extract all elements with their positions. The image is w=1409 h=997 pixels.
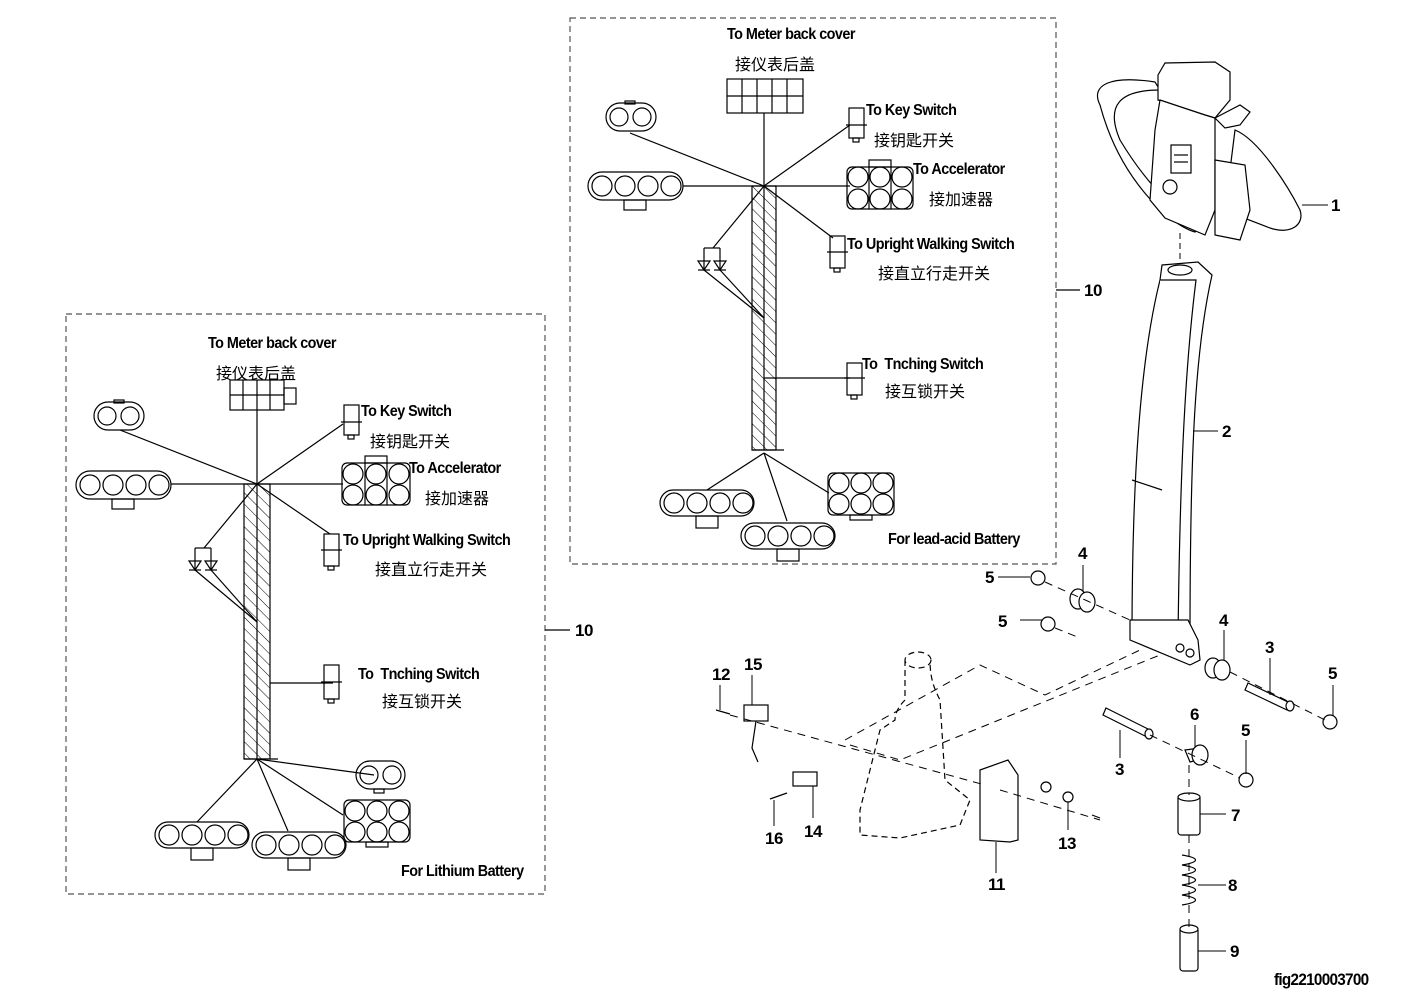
lithium-accelerator-label: To Accelerator bbox=[409, 460, 501, 477]
four-pin-connector-bottom-b bbox=[740, 522, 836, 562]
callout-11: 11 bbox=[988, 875, 1005, 894]
sensor-15 bbox=[743, 704, 769, 763]
callout-2: 2 bbox=[1222, 422, 1231, 441]
lithium-upright-label: To Upright Walking Switch bbox=[343, 532, 511, 549]
lead-acid-meter-label-cn: 接仪表后盖 bbox=[735, 55, 816, 74]
six-pin-connector-bottom bbox=[343, 799, 411, 848]
lead-acid-upright-label: To Upright Walking Switch bbox=[847, 236, 1015, 253]
callout-1: 1 bbox=[1331, 196, 1340, 215]
lead-acid-inching-label-cn: 接互锁开关 bbox=[885, 382, 966, 401]
lithium-meter-label: To Meter back cover bbox=[208, 335, 336, 352]
lead-acid-accelerator-label: To Accelerator bbox=[913, 161, 1005, 178]
lead-acid-caption: For lead-acid Battery bbox=[888, 531, 1020, 548]
key-switch-connector bbox=[341, 404, 362, 440]
lithium-accelerator-label-cn: 接加速器 bbox=[425, 489, 490, 508]
bushing-4b bbox=[1204, 657, 1231, 681]
washer-set-13 bbox=[1040, 781, 1101, 819]
callout-4b: 4 bbox=[1219, 611, 1228, 630]
callout-8: 8 bbox=[1228, 876, 1237, 895]
callout-3b: 3 bbox=[1115, 760, 1124, 779]
lithium-key-switch-label: To Key Switch bbox=[361, 403, 452, 420]
tiller-column bbox=[1129, 261, 1213, 666]
plunger-9 bbox=[1179, 924, 1199, 972]
lithium-inching-label: To Tnching Switch bbox=[358, 666, 480, 683]
callout-16: 16 bbox=[765, 829, 783, 848]
accelerator-connector bbox=[341, 455, 411, 506]
callout-6: 6 bbox=[1190, 705, 1199, 724]
callout-14: 14 bbox=[804, 822, 822, 841]
bushing-4a bbox=[1069, 588, 1096, 613]
assembly-lines bbox=[729, 581, 1326, 927]
screw-16 bbox=[769, 792, 788, 800]
six-pin-connector-bottom bbox=[827, 472, 895, 521]
screw-12 bbox=[715, 709, 731, 715]
base-frame bbox=[859, 651, 971, 839]
meter-connector bbox=[229, 379, 297, 484]
lead-acid-upright-label-cn: 接直立行走开关 bbox=[878, 264, 991, 283]
lithium-inching-label-cn: 接互锁开关 bbox=[382, 692, 463, 711]
callout-5c: 5 bbox=[1328, 664, 1337, 683]
inching-switch-connector bbox=[321, 664, 342, 704]
lead-acid-key-switch-label-cn: 接钥匙开关 bbox=[874, 131, 955, 150]
callout-3a: 3 bbox=[1265, 638, 1274, 657]
diode-pair bbox=[187, 547, 219, 572]
four-pin-connector bbox=[75, 470, 172, 510]
callout-5a: 5 bbox=[985, 568, 994, 587]
four-pin-connector bbox=[587, 171, 684, 211]
circlip-5d bbox=[1238, 772, 1254, 788]
harness-panel-lead-acid bbox=[569, 17, 1080, 565]
circlip-5b bbox=[1040, 616, 1056, 632]
circlip-5a bbox=[1030, 570, 1046, 586]
two-pin-connector bbox=[605, 100, 657, 132]
pin-3a bbox=[1244, 682, 1295, 712]
inching-switch-connector bbox=[844, 362, 865, 400]
circlip-5c bbox=[1322, 714, 1338, 730]
spacer-7 bbox=[1177, 792, 1201, 836]
callout-13: 13 bbox=[1058, 834, 1076, 853]
four-pin-connector-bottom-a bbox=[154, 821, 250, 861]
accelerator-connector bbox=[846, 159, 914, 210]
callout-5b: 5 bbox=[998, 612, 1007, 631]
lithium-meter-label-cn: 接仪表后盖 bbox=[216, 364, 297, 383]
callout-5d: 5 bbox=[1241, 721, 1250, 740]
lead-acid-inching-label: To Tnching Switch bbox=[862, 356, 984, 373]
lithium-upright-label-cn: 接直立行走开关 bbox=[375, 560, 488, 579]
two-pin-connector bbox=[93, 399, 145, 431]
callout-10-lead-acid: 10 bbox=[1084, 281, 1102, 300]
lead-acid-accelerator-label-cn: 接加速器 bbox=[929, 190, 994, 209]
callout-4a: 4 bbox=[1078, 544, 1087, 563]
callout-15: 15 bbox=[744, 655, 762, 674]
lead-acid-key-switch-label: To Key Switch bbox=[866, 102, 957, 119]
two-pin-connector-bottom bbox=[355, 760, 406, 794]
diode-pair bbox=[696, 247, 728, 272]
spring-8 bbox=[1181, 854, 1197, 906]
four-pin-connector-bottom-a bbox=[659, 489, 755, 529]
key-switch-connector bbox=[846, 107, 867, 143]
callout-12: 12 bbox=[712, 665, 730, 684]
lithium-key-switch-label-cn: 接钥匙开关 bbox=[370, 432, 451, 451]
harness-panel-lithium bbox=[65, 313, 570, 895]
lead-acid-meter-label: To Meter back cover bbox=[727, 26, 855, 43]
meter-connector bbox=[726, 78, 804, 186]
callout-10-lithium: 10 bbox=[575, 621, 593, 640]
figure-id: fig2210003700 bbox=[1274, 970, 1369, 989]
panel-border bbox=[65, 313, 546, 895]
block-14 bbox=[792, 771, 818, 787]
tiller-handle bbox=[1096, 61, 1302, 241]
sleeve-6 bbox=[1184, 744, 1209, 766]
cover-11 bbox=[979, 759, 1019, 843]
upright-walking-switch-connector bbox=[827, 235, 848, 273]
panel-border bbox=[569, 17, 1057, 565]
callout-leaders bbox=[719, 204, 1334, 952]
lithium-caption: For Lithium Battery bbox=[401, 863, 524, 880]
callout-9: 9 bbox=[1230, 942, 1239, 961]
four-pin-connector-bottom-b bbox=[251, 831, 347, 871]
callout-7: 7 bbox=[1231, 806, 1240, 825]
upright-walking-switch-connector bbox=[321, 533, 342, 571]
pin-3b bbox=[1102, 707, 1154, 740]
